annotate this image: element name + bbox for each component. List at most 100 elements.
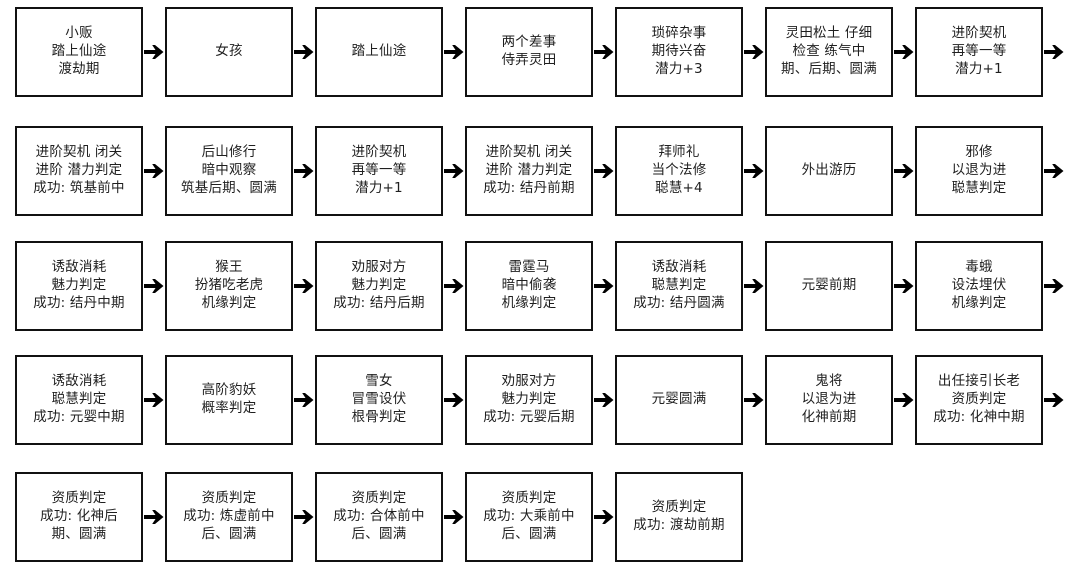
flow-node-line: 渡劫期 <box>58 60 100 77</box>
flow-arrow-right-icon <box>593 241 615 331</box>
flow-node-line: 资质判定 <box>651 499 707 516</box>
flow-node-line: 琐碎杂事 <box>651 25 707 42</box>
flow-node[interactable]: 诱敌消耗聪慧判定成功: 结丹圆满 <box>615 241 743 331</box>
flow-node[interactable]: 资质判定成功: 炼虚前中后、圆满 <box>165 472 293 562</box>
flow-node[interactable]: 劝服对方魅力判定成功: 元婴后期 <box>465 355 593 445</box>
flow-arrow-right-icon <box>593 7 615 97</box>
flow-node-line: 成功: 元婴中期 <box>33 408 125 425</box>
flow-node[interactable]: 诱敌消耗魅力判定成功: 结丹中期 <box>15 241 143 331</box>
flow-node-line: 成功: 大乘前中 <box>483 508 575 525</box>
flow-node-line: 期、圆满 <box>51 525 107 542</box>
flow-node[interactable]: 雪女冒雪设伏根骨判定 <box>315 355 443 445</box>
flow-node[interactable]: 两个差事侍弄灵田 <box>465 7 593 97</box>
flow-node[interactable]: 元婴前期 <box>765 241 893 331</box>
flow-node-line: 聪慧+4 <box>655 179 703 196</box>
flow-node-line: 两个差事 <box>501 34 557 51</box>
flow-arrow-right-icon <box>443 7 465 97</box>
flow-arrow-right-icon <box>293 241 315 331</box>
flow-node[interactable]: 拜师礼当个法修聪慧+4 <box>615 126 743 216</box>
flow-node-line: 潜力+3 <box>655 60 703 77</box>
flow-node-line: 机缘判定 <box>501 294 557 311</box>
flow-node-line: 成功: 结丹圆满 <box>633 294 725 311</box>
flow-node-line: 踏上仙途 <box>351 43 407 60</box>
flow-node-line: 成功: 渡劫前期 <box>633 517 725 533</box>
flow-node[interactable]: 资质判定成功: 渡劫前期 <box>615 472 743 562</box>
flow-row-1: 进阶契机 闭关进阶 潜力判定成功: 筑基前中后山修行暗中观察筑基后期、圆满进阶契… <box>0 125 1080 217</box>
flow-arrow-right-icon <box>1043 241 1065 331</box>
flow-node-line: 以退为进 <box>801 391 857 408</box>
flow-node[interactable]: 女孩 <box>165 7 293 97</box>
flow-node-line: 成功: 结丹中期 <box>33 294 125 311</box>
flow-node[interactable]: 资质判定成功: 化神后期、圆满 <box>15 472 143 562</box>
flow-node[interactable]: 外出游历 <box>765 126 893 216</box>
flow-node[interactable]: 资质判定成功: 合体前中后、圆满 <box>315 472 443 562</box>
flow-node[interactable]: 鬼将以退为进化神前期 <box>765 355 893 445</box>
flow-node-line: 聪慧判定 <box>651 277 707 294</box>
flow-node[interactable]: 琐碎杂事期待兴奋潜力+3 <box>615 7 743 97</box>
flow-node-line: 魅力判定 <box>351 277 407 294</box>
flow-node-line: 后、圆满 <box>351 525 407 542</box>
flow-node-line: 资质判定 <box>501 490 557 507</box>
flow-node[interactable]: 高阶豹妖概率判定 <box>165 355 293 445</box>
flow-node-line: 灵田松土 仔细 <box>785 25 873 42</box>
flow-node[interactable]: 元婴圆满 <box>615 355 743 445</box>
flow-arrow-right-icon <box>893 7 915 97</box>
flow-node[interactable]: 后山修行暗中观察筑基后期、圆满 <box>165 126 293 216</box>
flow-arrow-right-icon <box>893 241 915 331</box>
flow-row-4: 资质判定成功: 化神后期、圆满资质判定成功: 炼虚前中后、圆满资质判定成功: 合… <box>0 471 1080 563</box>
flow-node-line: 女孩 <box>215 43 243 60</box>
flow-node-line: 潜力+1 <box>955 60 1003 77</box>
flow-node-line: 后山修行 <box>201 144 257 161</box>
flow-node[interactable]: 进阶契机再等一等潜力+1 <box>915 7 1043 97</box>
flow-node[interactable]: 毒蛾设法埋伏机缘判定 <box>915 241 1043 331</box>
flow-node[interactable]: 资质判定成功: 大乘前中后、圆满 <box>465 472 593 562</box>
flow-node-line: 进阶契机 <box>951 25 1007 42</box>
flow-node[interactable]: 踏上仙途 <box>315 7 443 97</box>
flow-node[interactable]: 雷霆马暗中偷袭机缘判定 <box>465 241 593 331</box>
flow-node-line: 资质判定 <box>201 490 257 507</box>
flow-node-line: 根骨判定 <box>351 408 407 425</box>
flow-arrow-right-icon <box>293 7 315 97</box>
flow-node[interactable]: 进阶契机 闭关进阶 潜力判定成功: 结丹前期 <box>465 126 593 216</box>
flow-node-line: 外出游历 <box>801 162 857 179</box>
flow-node-line: 元婴前期 <box>801 277 857 294</box>
flow-node-line: 暗中观察 <box>201 162 257 179</box>
flow-node-line: 成功: 炼虚前中 <box>183 508 275 525</box>
flow-node-line: 雪女 <box>365 373 393 390</box>
flow-node-line: 魅力判定 <box>51 277 107 294</box>
flow-node-line: 资质判定 <box>951 391 1007 408</box>
flow-node[interactable]: 出任接引长老资质判定成功: 化神中期 <box>915 355 1043 445</box>
flow-node-line: 诱敌消耗 <box>651 259 707 276</box>
flow-node[interactable]: 进阶契机再等一等潜力+1 <box>315 126 443 216</box>
flow-node-line: 小贩 <box>65 25 93 42</box>
flow-node-line: 期待兴奋 <box>651 43 707 60</box>
flow-node[interactable]: 劝服对方魅力判定成功: 结丹后期 <box>315 241 443 331</box>
flow-node-line: 进阶 潜力判定 <box>485 162 573 179</box>
flow-row-2: 诱敌消耗魅力判定成功: 结丹中期猴王扮猪吃老虎机缘判定劝服对方魅力判定成功: 结… <box>0 240 1080 332</box>
flow-node[interactable]: 猴王扮猪吃老虎机缘判定 <box>165 241 293 331</box>
flow-arrow-right-icon <box>743 7 765 97</box>
flow-node-line: 成功: 合体前中 <box>333 508 425 525</box>
flow-node-line: 化神前期 <box>801 408 857 425</box>
flow-node[interactable]: 诱敌消耗聪慧判定成功: 元婴中期 <box>15 355 143 445</box>
flow-node-line: 检查 练气中 <box>792 43 866 60</box>
flow-node-line: 元婴圆满 <box>651 391 707 408</box>
flow-node-line: 成功: 化神后 <box>40 508 118 525</box>
flow-arrow-right-icon <box>143 355 165 445</box>
flow-arrow-right-icon <box>443 241 465 331</box>
flow-node-line: 机缘判定 <box>951 294 1007 311</box>
flow-arrow-right-icon <box>143 126 165 216</box>
flow-node[interactable]: 灵田松土 仔细检查 练气中期、后期、圆满 <box>765 7 893 97</box>
flow-node-line: 进阶契机 <box>351 144 407 161</box>
flow-node-line: 诱敌消耗 <box>51 259 107 276</box>
flow-node[interactable]: 邪修以退为进聪慧判定 <box>915 126 1043 216</box>
flow-arrow-right-icon <box>893 355 915 445</box>
flow-node-line: 成功: 结丹前期 <box>483 179 575 196</box>
flow-node-line: 冒雪设伏 <box>351 391 407 408</box>
flow-node[interactable]: 小贩踏上仙途渡劫期 <box>15 7 143 97</box>
flow-node-line: 期、后期、圆满 <box>781 60 877 77</box>
flow-node[interactable]: 进阶契机 闭关进阶 潜力判定成功: 筑基前中 <box>15 126 143 216</box>
flow-node-line: 成功: 筑基前中 <box>33 179 125 196</box>
